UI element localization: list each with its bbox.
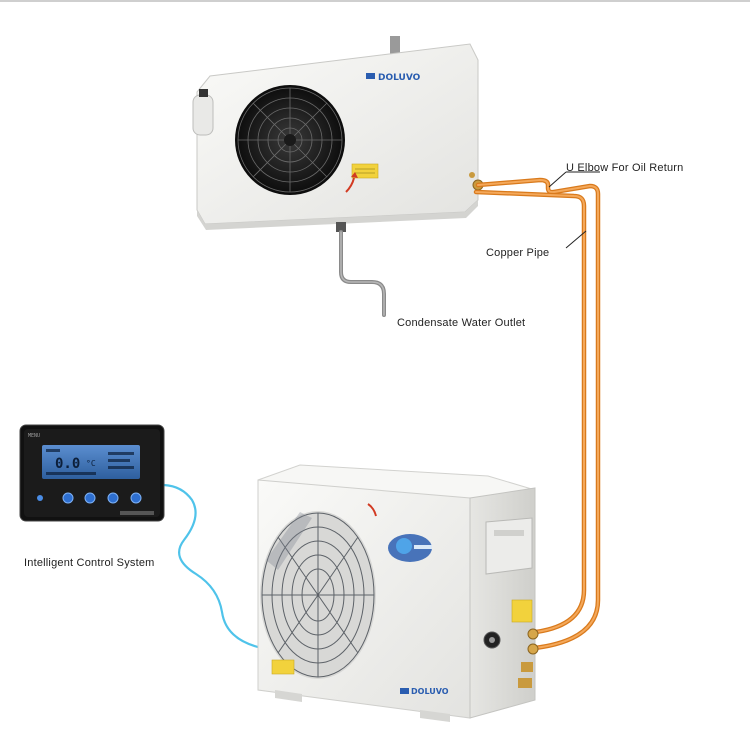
- service-valve-lower-icon: [527, 643, 539, 655]
- outdoor-airflow-arrow-icon: [367, 503, 377, 517]
- copper-pipe-callout: Copper Pipe: [486, 247, 550, 259]
- controller-buttons: [37, 492, 142, 504]
- outdoor-service-cover: [485, 517, 533, 575]
- service-valve-upper-icon: [527, 628, 539, 640]
- controller-button-3[interactable]: [84, 492, 96, 504]
- condensate-drain-pipe: [339, 230, 386, 317]
- copper-pipes: [473, 177, 601, 651]
- warning-label-icon: [351, 163, 379, 179]
- top-border: [0, 0, 750, 2]
- controller-button-2[interactable]: [62, 492, 74, 504]
- outdoor-fan-grille-icon: [260, 511, 376, 679]
- indoor-side-tank: [192, 94, 214, 136]
- intelligent-controller: MENU 0.0 °C: [19, 424, 165, 522]
- outdoor-warning-label-icon: [271, 659, 295, 675]
- controller-button-4[interactable]: [107, 492, 119, 504]
- indoor-unit-bottom: [197, 200, 478, 230]
- controller-button-5[interactable]: [130, 492, 142, 504]
- u-elbow-callout: U Elbow For Oil Return: [566, 162, 684, 174]
- controller-display-unit: °C: [86, 459, 96, 468]
- indoor-unit: DOLUVO: [192, 36, 484, 232]
- snowflake-icon: [388, 534, 432, 562]
- controller-display-value: 0.0: [55, 456, 80, 472]
- outdoor-unit: DOLUVO: [257, 464, 539, 722]
- indoor-brand: DOLUVO: [378, 73, 421, 83]
- u-elbow-leader: [548, 171, 567, 188]
- controller-button-1[interactable]: [37, 495, 43, 501]
- control-system-callout: Intelligent Control System: [24, 557, 155, 569]
- copper-pipe-leader: [565, 230, 587, 249]
- condensate-callout: Condensate Water Outlet: [397, 317, 526, 329]
- airflow-arrow-icon: [345, 177, 355, 193]
- control-signal-cable: [162, 483, 264, 650]
- outdoor-brand: DOLUVO: [411, 687, 449, 696]
- mount-bracket-right: [390, 36, 400, 56]
- controller-menu-label: MENU: [28, 433, 40, 439]
